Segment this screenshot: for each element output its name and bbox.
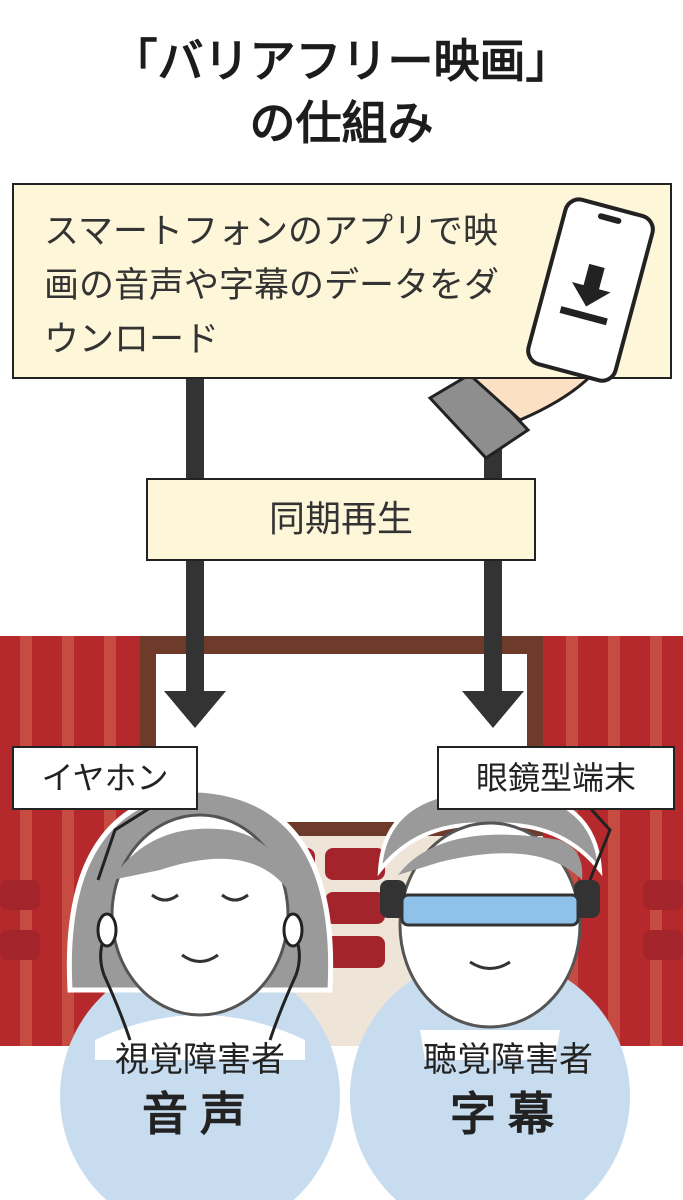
earphone-callout: イヤホン — [12, 746, 198, 810]
right-person-circle — [350, 956, 630, 1200]
sync-step-text: 同期再生 — [268, 499, 413, 540]
sync-step-box: 同期再生 — [146, 478, 536, 561]
glasses-device-callout: 眼鏡型端末 — [437, 746, 675, 810]
left-person-service: 音声 — [142, 1087, 258, 1141]
download-icon — [559, 263, 611, 326]
right-person-illustration — [350, 787, 630, 1200]
left-person-illustration — [60, 787, 340, 1200]
right-person-service: 字幕 — [450, 1087, 566, 1141]
glasses-device-icon — [380, 880, 600, 927]
left-arrow-shaft — [186, 561, 204, 691]
left-person-group: 視覚障害者 — [115, 1040, 285, 1080]
earphones-icon — [96, 912, 304, 1041]
left-person-circle — [60, 956, 340, 1200]
right-person-label: 聴覚障害者 字幕 — [363, 1043, 653, 1137]
download-step-text: スマートフォンのアプリで映画の音声や字幕のデータをダウンロード — [44, 212, 500, 360]
right-person-group: 聴覚障害者 — [423, 1040, 593, 1080]
title-line-2: の仕組み — [249, 96, 434, 150]
left-arrow-head — [164, 691, 226, 728]
smartphone-icon — [526, 197, 655, 383]
right-arrow-head — [462, 691, 524, 728]
right-arrow-shaft — [484, 561, 502, 691]
title-line-1: 「バリアフリー映画」 — [111, 34, 572, 88]
left-person-label: 視覚障害者 音声 — [55, 1043, 345, 1137]
